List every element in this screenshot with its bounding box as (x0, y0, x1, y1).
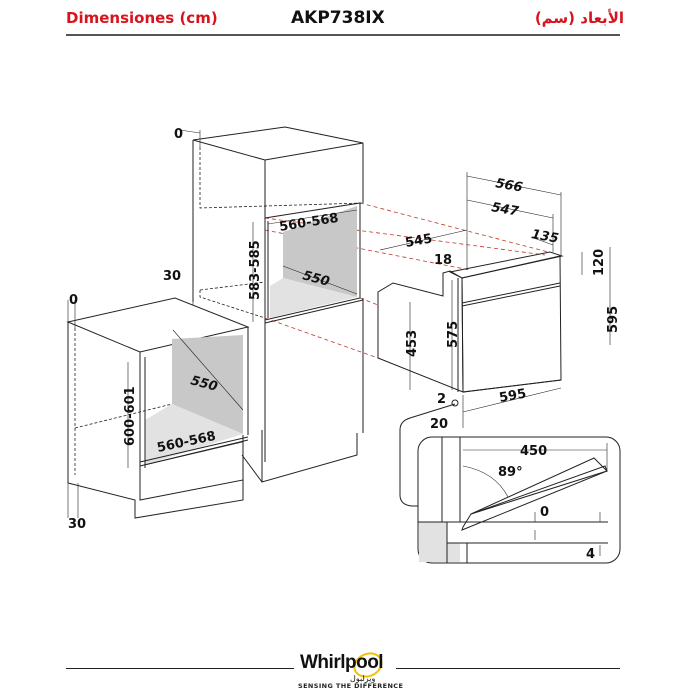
label-tall-top-gap: 0 (174, 127, 183, 142)
label-oven-body-depth: 547 (490, 200, 520, 220)
label-oven-gap-bottom: 2 (437, 392, 446, 407)
label-door-angle: 89° (498, 465, 523, 480)
logo-wordmark: Whirlpool (300, 652, 384, 673)
label-oven-total-depth: 566 (494, 176, 523, 195)
label-door-open-length: 450 (520, 444, 547, 459)
label-tall-side-gap: 30 (163, 269, 181, 284)
logo-arabic: ويرلبول (350, 674, 376, 683)
label-oven-width-depth: 545 (404, 231, 433, 250)
label-base-niche-depth: 550 (189, 373, 219, 395)
label-oven-top-depth: 135 (530, 227, 559, 246)
footer-line-right (396, 668, 620, 669)
whirlpool-logo: Whirlpool ويرلبول SENSING THE DIFFERENCE (298, 647, 403, 692)
base-cabinet (66, 297, 250, 519)
label-oven-panel-height: 120 (592, 249, 607, 276)
door-detail-callout (417, 436, 621, 564)
label-base-bottom-gap: 30 (68, 517, 86, 532)
label-oven-front-height: 575 (446, 321, 461, 348)
dimension-lines (67, 129, 611, 518)
title-dimensions-es: Dimensiones (cm) (66, 9, 218, 27)
logo-tagline: SENSING THE DIFFERENCE (298, 682, 404, 690)
oven-unit (377, 251, 564, 393)
tall-cabinet (192, 126, 364, 483)
label-oven-front-thickness: 18 (434, 253, 452, 268)
label-oven-body-height: 453 (405, 330, 420, 357)
label-tall-niche-height: 583-585 (248, 240, 263, 300)
title-dimensions-ar: الأبعاد (سم) (534, 9, 624, 27)
footer-line-left (66, 668, 294, 669)
label-oven-total-height: 595 (606, 306, 621, 333)
header-divider (66, 34, 620, 36)
label-base-top-gap: 0 (69, 293, 78, 308)
label-oven-gap-front: 20 (430, 417, 448, 432)
label-tall-niche-depth: 550 (301, 268, 331, 290)
label-base-niche-height: 600-601 (123, 386, 138, 446)
model-name: AKP738IX (291, 8, 385, 28)
label-oven-width: 595 (498, 386, 527, 405)
label-door-offset-top: 0 (540, 505, 549, 520)
label-door-offset-bottom: 4 (586, 547, 595, 562)
